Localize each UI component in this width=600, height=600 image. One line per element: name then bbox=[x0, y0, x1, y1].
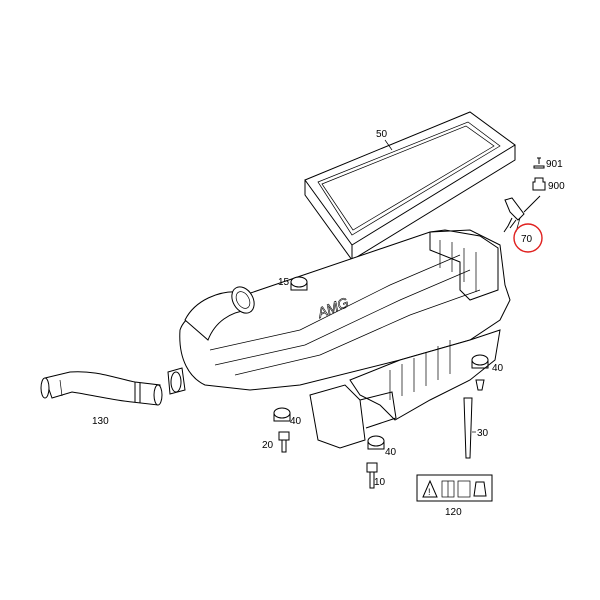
clip-900-icon bbox=[532, 177, 546, 191]
rod-30[interactable] bbox=[463, 397, 476, 459]
bolt-20[interactable] bbox=[278, 431, 290, 453]
svg-text:!: ! bbox=[428, 487, 431, 497]
callout-10: 10 bbox=[374, 477, 386, 488]
callout-30: 30 bbox=[477, 428, 489, 439]
air-filter-element[interactable] bbox=[304, 111, 516, 262]
bolt-10[interactable] bbox=[366, 462, 378, 489]
grommet-15[interactable] bbox=[290, 276, 308, 291]
callout-120: 120 bbox=[445, 507, 462, 518]
sensor-70[interactable] bbox=[503, 195, 541, 233]
callout-70-highlight bbox=[513, 223, 543, 253]
callout-40-bottom: 40 bbox=[385, 447, 397, 458]
callout-50: 50 bbox=[376, 129, 388, 140]
mount-40-right[interactable] bbox=[471, 354, 489, 391]
callout-20: 20 bbox=[262, 440, 274, 451]
mount-40-left[interactable] bbox=[273, 407, 291, 422]
air-filter-housing[interactable]: AMG bbox=[167, 229, 511, 449]
callout-901: 901 bbox=[546, 159, 563, 170]
warning-label-120[interactable]: ! bbox=[416, 474, 493, 502]
callout-40-left: 40 bbox=[290, 416, 302, 427]
mount-40-bottom[interactable] bbox=[367, 435, 385, 450]
callout-15: 15 bbox=[278, 277, 290, 288]
intake-hose-130[interactable] bbox=[40, 371, 163, 406]
callout-40-right: 40 bbox=[492, 363, 504, 374]
callout-900: 900 bbox=[548, 181, 565, 192]
callout-70: 70 bbox=[521, 234, 533, 245]
screw-901-icon bbox=[533, 157, 545, 169]
callout-130: 130 bbox=[92, 416, 109, 427]
